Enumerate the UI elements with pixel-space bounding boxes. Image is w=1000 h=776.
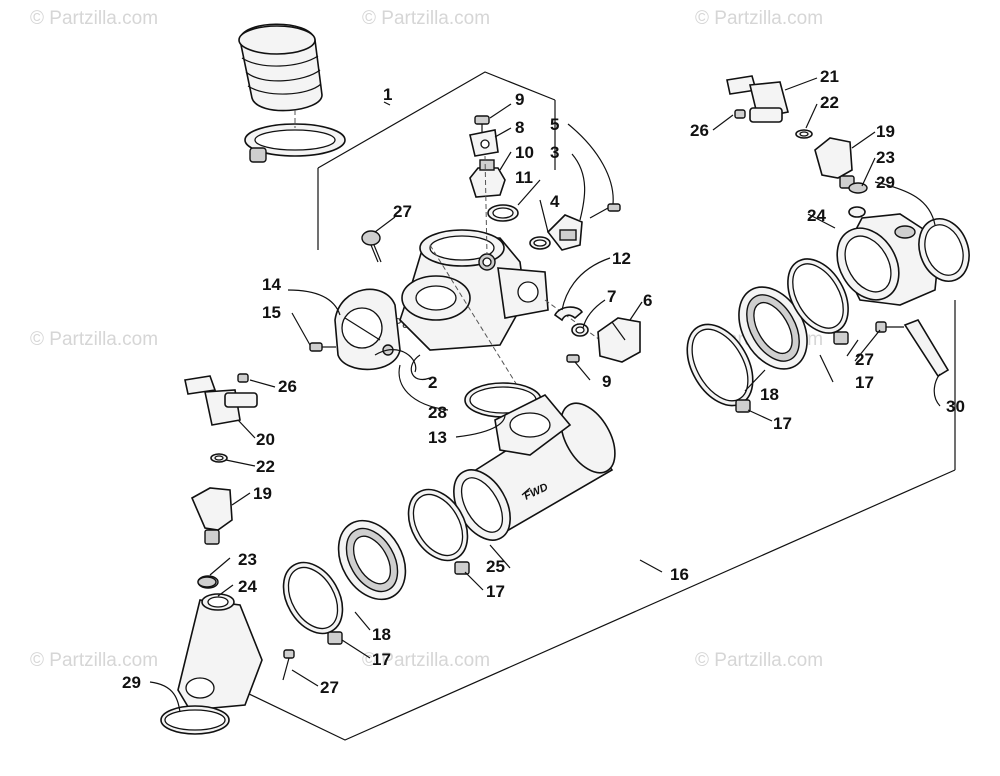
callout-17-right-high: 17 bbox=[855, 373, 874, 392]
callout-18-left: 18 bbox=[372, 625, 391, 644]
watermark-text: © Partzilla.com bbox=[30, 650, 158, 671]
callout-9-top: 9 bbox=[515, 90, 524, 109]
bracket-line-1 bbox=[317, 71, 556, 169]
callout-24-left: 24 bbox=[238, 577, 257, 596]
callout-23-left: 23 bbox=[238, 550, 257, 569]
callout-17-left: 17 bbox=[372, 650, 391, 669]
watermark-text: © Partzilla.com bbox=[695, 8, 823, 29]
callout-4: 4 bbox=[550, 192, 560, 211]
throttle-body bbox=[399, 229, 601, 391]
throttle-cover bbox=[334, 288, 417, 373]
callout-30: 30 bbox=[946, 397, 965, 416]
callout-labels: 1 2 3 4 5 6 7 8 9 9 10 11 12 13 14 15 16… bbox=[122, 67, 965, 697]
callout-17-right-low: 17 bbox=[773, 414, 792, 433]
watermark-text: © Partzilla.com bbox=[362, 650, 490, 671]
callout-25: 25 bbox=[486, 557, 505, 576]
callout-18-right: 18 bbox=[760, 385, 779, 404]
left-hose-clamps bbox=[282, 488, 470, 645]
screw-set bbox=[309, 230, 382, 352]
callout-23-right: 23 bbox=[876, 148, 895, 167]
right-injector-manifold bbox=[836, 206, 970, 378]
bracket-line-16 bbox=[219, 469, 956, 741]
callout-13: 13 bbox=[428, 428, 447, 447]
callout-11: 11 bbox=[515, 168, 533, 187]
callout-20: 20 bbox=[256, 430, 275, 449]
tps-sensor-stack bbox=[469, 115, 519, 256]
callout-8: 8 bbox=[515, 118, 524, 137]
callout-22-left: 22 bbox=[256, 457, 275, 476]
callout-28: 28 bbox=[428, 403, 447, 422]
watermark-text: © Partzilla.com bbox=[695, 650, 823, 671]
callout-12: 12 bbox=[612, 249, 631, 268]
callout-9-bottom: 9 bbox=[602, 372, 611, 391]
callout-1: 1 bbox=[383, 85, 392, 104]
callout-19-left: 19 bbox=[253, 484, 272, 503]
callout-27-left: 27 bbox=[320, 678, 339, 697]
watermark-text: © Partzilla.com bbox=[362, 8, 490, 29]
left-injector-manifold bbox=[160, 575, 295, 735]
callout-5: 5 bbox=[550, 115, 559, 134]
callout-22-right: 22 bbox=[820, 93, 839, 112]
callout-2: 2 bbox=[428, 373, 437, 392]
callout-29-left: 29 bbox=[122, 673, 141, 692]
watermark-text: © Partzilla.com bbox=[30, 8, 158, 29]
callout-26-left: 26 bbox=[278, 377, 297, 396]
idle-air-sensor bbox=[553, 306, 641, 363]
callout-27-top: 27 bbox=[393, 202, 412, 221]
callout-16: 16 bbox=[670, 565, 689, 584]
callout-3: 3 bbox=[550, 143, 559, 162]
callout-17-mid: 17 bbox=[486, 582, 505, 601]
callout-6: 6 bbox=[643, 291, 652, 310]
map-sensor bbox=[529, 203, 621, 251]
callout-21: 21 bbox=[820, 67, 839, 86]
left-fuel-injector bbox=[184, 373, 258, 588]
callout-29-right: 29 bbox=[876, 173, 895, 192]
air-intake-boot bbox=[238, 23, 346, 163]
intake-manifold-tee: FWD bbox=[453, 394, 616, 541]
callout-24-right: 24 bbox=[807, 206, 826, 225]
callout-15: 15 bbox=[262, 303, 281, 322]
right-hose-clamps bbox=[686, 258, 849, 413]
leader-lines bbox=[149, 77, 941, 713]
callout-10: 10 bbox=[515, 143, 534, 162]
callout-19-right: 19 bbox=[876, 122, 895, 141]
watermark-text: © Partzilla.com bbox=[30, 329, 158, 350]
callout-14: 14 bbox=[262, 275, 281, 294]
callout-26-right: 26 bbox=[690, 121, 709, 140]
callout-27-right: 27 bbox=[855, 350, 874, 369]
callout-7: 7 bbox=[607, 287, 616, 306]
right-fuel-injector bbox=[726, 75, 868, 194]
